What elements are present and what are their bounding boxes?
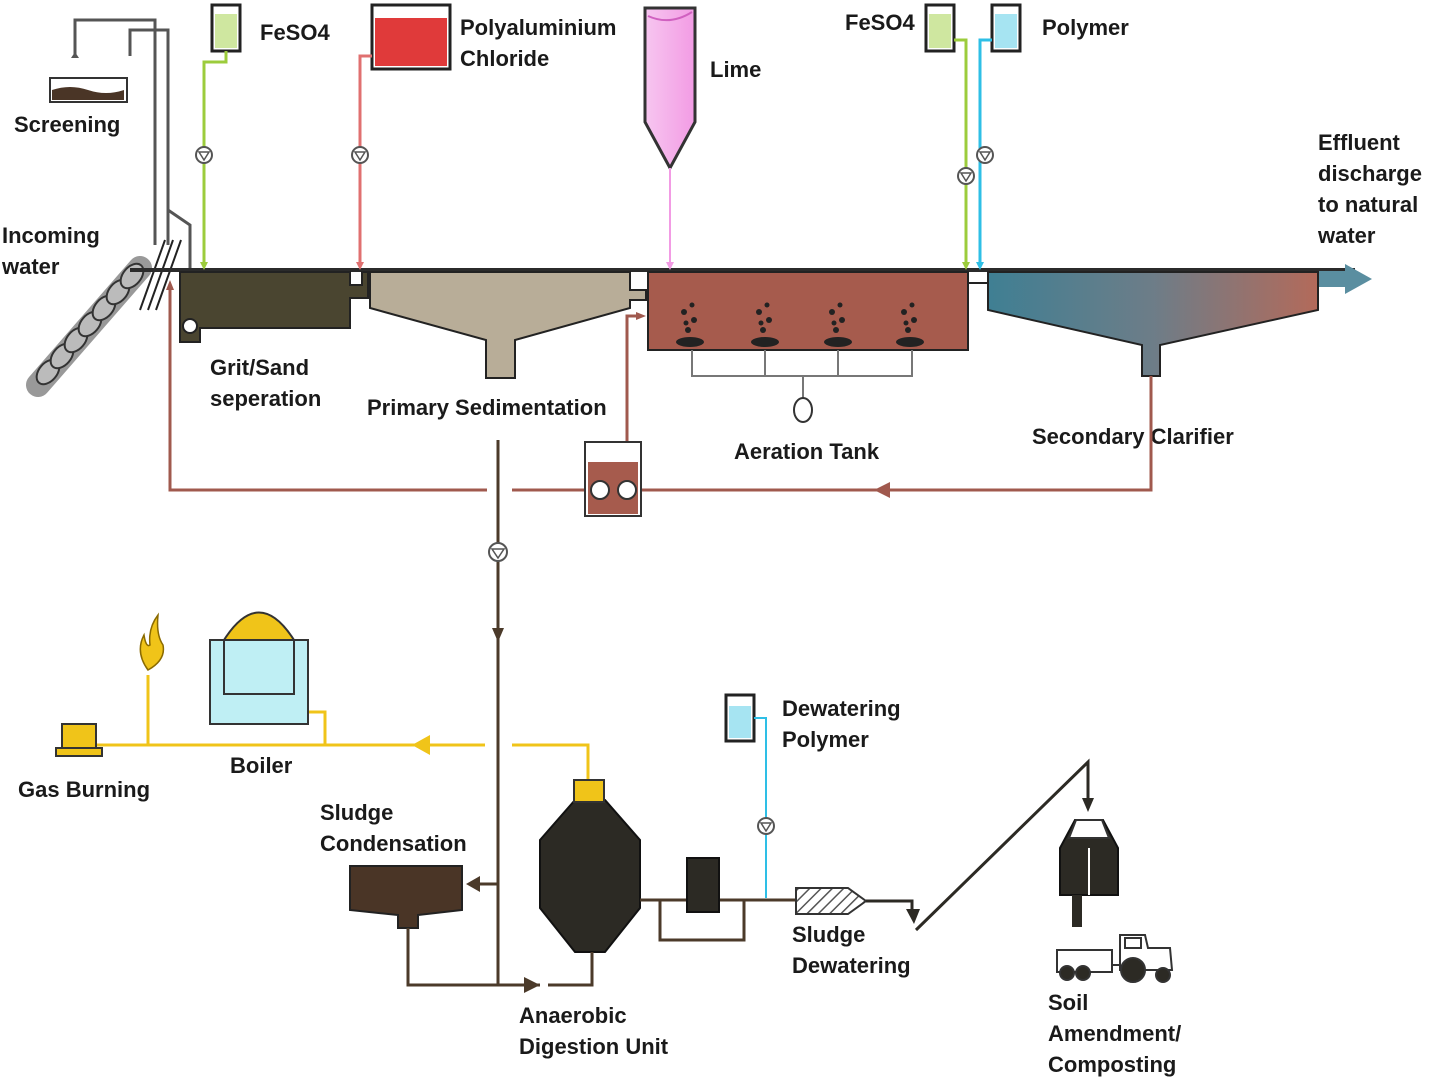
sludge-cond-label-1: Sludge [320, 800, 393, 825]
sludge-dewatering-label-2: Dewatering [792, 953, 911, 978]
feso4-label-1: FeSO4 [260, 20, 330, 45]
dosing-pump-icon [195, 146, 213, 164]
primary-sed-label: Primary Sedimentation [367, 395, 607, 420]
aeration-tank-label: Aeration Tank [734, 439, 880, 464]
chemical-tank-icon [370, 3, 452, 71]
sludge-cond-label-2: Condensation [320, 831, 467, 856]
gas-burning-label: Gas Burning [18, 777, 150, 802]
dosing-pump-icon [488, 542, 508, 562]
feso4-label-2: FeSO4 [845, 10, 915, 35]
tractor-icon [1056, 934, 1174, 983]
effluent-label-3: to natural [1318, 192, 1418, 217]
secondary-clarifier-label: Secondary Clarifier [1032, 424, 1234, 449]
sludge-pump [686, 857, 720, 913]
sludge-dewatering-label-1: Sludge [792, 922, 865, 947]
dosing-pump-icon [351, 146, 369, 164]
effluent-label-1: Effluent [1318, 130, 1401, 155]
pac-label-1: Polyaluminium [460, 15, 616, 40]
screening-icon [49, 77, 128, 103]
grit-label-1: Grit/Sand [210, 355, 309, 380]
polymer-label: Polymer [1042, 15, 1129, 40]
digester-icon [539, 779, 641, 953]
dosing-pump-icon [182, 318, 198, 334]
dewatering-polymer-label-2: Polymer [782, 727, 869, 752]
soil-label-1: Soil [1048, 990, 1088, 1015]
blower-icon [793, 397, 813, 423]
bar-screen [139, 239, 182, 311]
return-pump-station [584, 441, 642, 517]
anaerobic-label-1: Anaerobic [519, 1003, 627, 1028]
effluent-label-4: water [1317, 223, 1376, 248]
chemical-tank-icon [210, 3, 242, 53]
screw-pump-icon [26, 256, 152, 397]
incoming-water-label-1: Incoming [2, 223, 100, 248]
conveyor [914, 758, 1090, 932]
lime-label: Lime [710, 57, 761, 82]
dewatering-screw-icon [795, 887, 868, 915]
dewatering-polymer-label-1: Dewatering [782, 696, 901, 721]
air-distribution-pipe [691, 350, 913, 400]
dosing-pump-icon [757, 817, 775, 835]
aerator-icon [676, 302, 924, 347]
soil-label-2: Amendment/ [1048, 1021, 1181, 1046]
storage-silo-icon [1059, 819, 1119, 927]
dosing-pump-icon [957, 167, 975, 185]
dosing-pump-icon [976, 146, 994, 164]
screening-label: Screening [14, 112, 120, 137]
return-sludge-line [168, 285, 1153, 492]
lime-silo-icon [643, 6, 697, 172]
primary-sedimentation-tank [369, 271, 647, 379]
pac-label-2: Chloride [460, 46, 549, 71]
aeration-tank [647, 271, 988, 351]
chemical-tank-icon [990, 3, 1022, 53]
grit-label-2: seperation [210, 386, 321, 411]
boiler-icon [209, 611, 309, 725]
boiler-label: Boiler [230, 753, 293, 778]
secondary-clarifier [987, 271, 1319, 377]
grit-sand-tank [179, 271, 369, 343]
gas-line [95, 650, 590, 780]
flame-icon [139, 612, 165, 671]
chemical-tank-icon [924, 3, 956, 53]
sludge-condensation-tank [349, 865, 463, 929]
incoming-water-label-2: water [1, 254, 60, 279]
gas-burner-icon [55, 723, 103, 757]
anaerobic-label-2: Digestion Unit [519, 1034, 669, 1059]
soil-label-3: Composting [1048, 1052, 1176, 1077]
screening-unit [49, 18, 192, 270]
chemical-tank-icon [724, 693, 756, 743]
effluent-label-2: discharge [1318, 161, 1422, 186]
